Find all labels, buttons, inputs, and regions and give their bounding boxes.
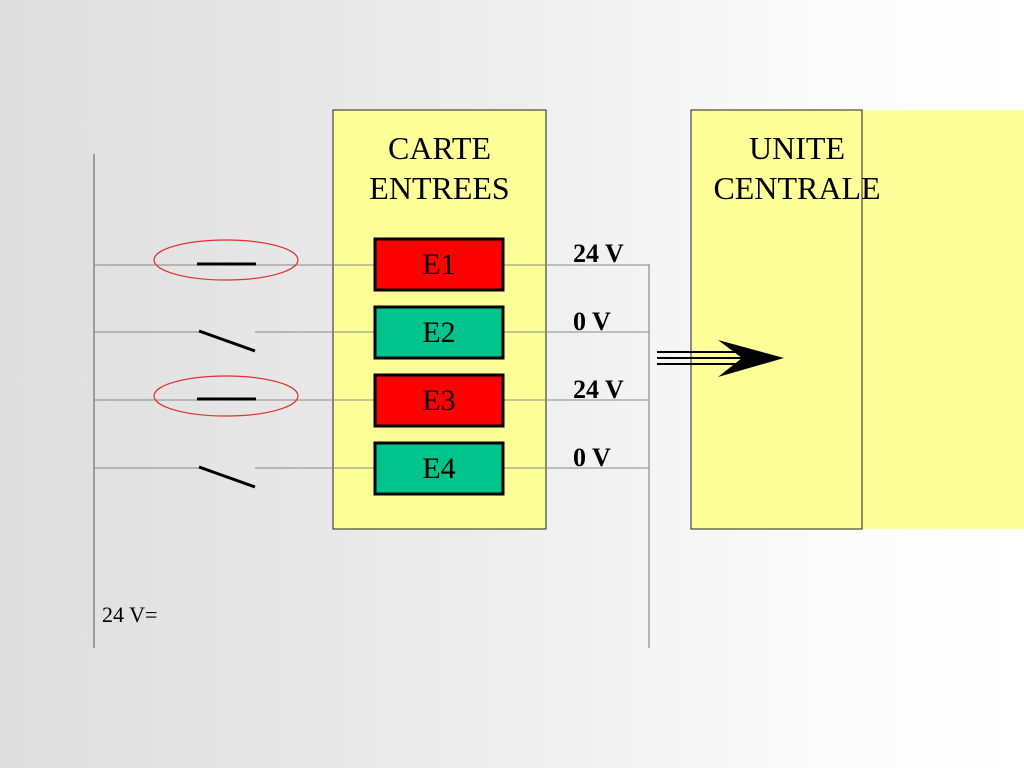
input-label-e2: E2	[422, 316, 456, 349]
closed-switch-highlight-e1	[153, 239, 299, 281]
input-block-e4	[373, 441, 505, 496]
input-block-e3	[373, 373, 505, 428]
supply-voltage-label: 24 V=	[102, 602, 158, 627]
closed-switch-highlight-e3	[153, 375, 299, 417]
voltage-label-e3: 24 V	[573, 375, 624, 404]
switch-open-e4	[198, 465, 256, 489]
input-label-e1: E1	[422, 248, 456, 281]
switch-open-e2	[198, 329, 256, 353]
voltage-label-e1: 24 V	[573, 239, 624, 268]
input-block-e1	[373, 237, 505, 292]
voltage-label-e4: 0 V	[573, 443, 611, 472]
unite-centrale-extension	[862, 110, 1024, 529]
unite-centrale-title: UNITE CENTRALE	[713, 130, 881, 206]
unite-centrale-box	[690, 109, 863, 530]
input-label-e3: E3	[422, 384, 456, 417]
input-label-e4: E4	[422, 452, 456, 485]
voltage-label-e2: 0 V	[573, 307, 611, 336]
carte-entrees-title: CARTE ENTREES	[369, 130, 510, 206]
transfer-arrow	[657, 340, 784, 377]
input-block-e2	[373, 305, 505, 360]
